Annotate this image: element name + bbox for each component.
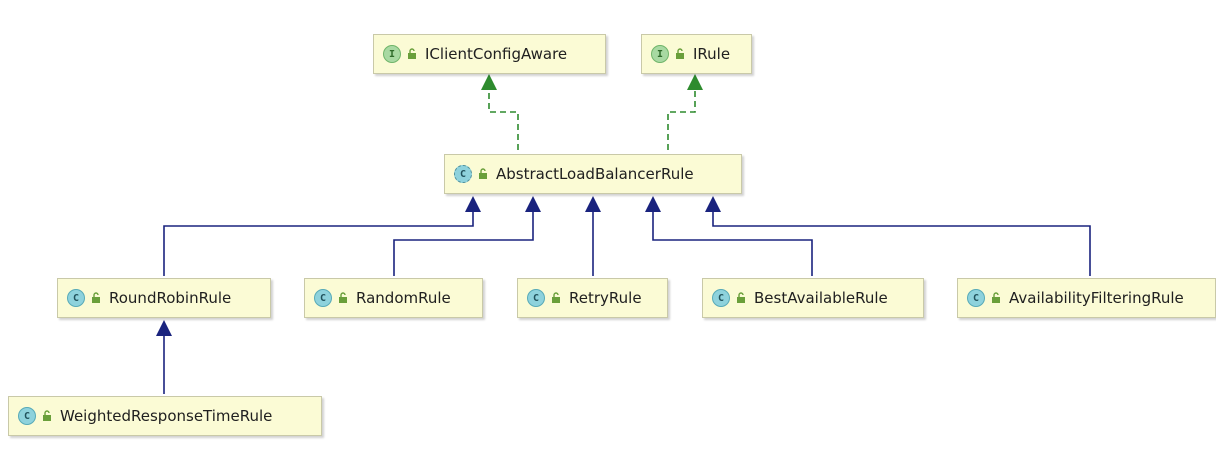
node-label: RoundRobinRule [109,289,232,307]
interface-icon: I [383,45,401,63]
public-visibility-icon [552,292,560,303]
extends-arrowhead [156,320,172,336]
node-label: RetryRule [569,289,642,307]
node-label: WeightedResponseTimeRule [60,407,273,425]
extends-arrowhead [525,196,541,212]
public-visibility-icon [339,292,347,303]
node-irule[interactable]: I IRule [641,34,752,74]
public-visibility-icon [737,292,745,303]
extends-arrowhead [645,196,661,212]
node-label: AvailabilityFilteringRule [1009,289,1184,307]
public-visibility-icon [992,292,1000,303]
node-abstractloadbalancerrule[interactable]: C AbstractLoadBalancerRule [444,154,742,194]
class-icon: C [314,289,332,307]
node-availabilityfilteringrule[interactable]: C AvailabilityFilteringRule [957,278,1216,318]
edge-retryrule-extends-abstractloadbalancerrule [585,196,601,276]
node-randomrule[interactable]: C RandomRule [304,278,483,318]
public-visibility-icon [43,410,51,421]
node-iclientconfigaware[interactable]: I IClientConfigAware [373,34,606,74]
implements-arrowhead [481,74,497,90]
edge-bestavailablerule-extends-abstractloadbalancerrule [645,196,813,276]
node-label: RandomRule [356,289,451,307]
class-icon: C [712,289,730,307]
implements-arrowhead [687,74,703,90]
extends-arrowhead [705,196,721,212]
edge-abstractloadbalancerrule-implements-iclientconfigaware [481,74,519,150]
public-visibility-icon [408,48,416,59]
node-label: IRule [693,45,731,63]
node-label: IClientConfigAware [425,45,568,63]
node-label: AbstractLoadBalancerRule [496,165,694,183]
edge-randomrule-extends-abstractloadbalancerrule [393,196,541,276]
abstract-class-icon: C [454,165,472,183]
interface-icon: I [651,45,669,63]
class-icon: C [527,289,545,307]
public-visibility-icon [676,48,684,59]
public-visibility-icon [479,168,487,179]
class-icon: C [967,289,985,307]
node-retryrule[interactable]: C RetryRule [517,278,668,318]
edge-weightedresponsetimerule-extends-roundrobinrule [156,320,172,394]
node-roundrobinrule[interactable]: C RoundRobinRule [57,278,271,318]
edge-abstractloadbalancerrule-implements-irule [667,74,703,150]
node-bestavailablerule[interactable]: C BestAvailableRule [702,278,924,318]
extends-arrowhead [585,196,601,212]
extends-arrowhead [465,196,481,212]
class-icon: C [18,407,36,425]
node-label: BestAvailableRule [754,289,888,307]
edge-availabilityfilteringrule-extends-abstractloadbalancerrule [705,196,1091,276]
public-visibility-icon [92,292,100,303]
node-weightedresponsetimerule[interactable]: C WeightedResponseTimeRule [8,396,322,436]
class-icon: C [67,289,85,307]
edge-roundrobinrule-extends-abstractloadbalancerrule [163,196,481,276]
